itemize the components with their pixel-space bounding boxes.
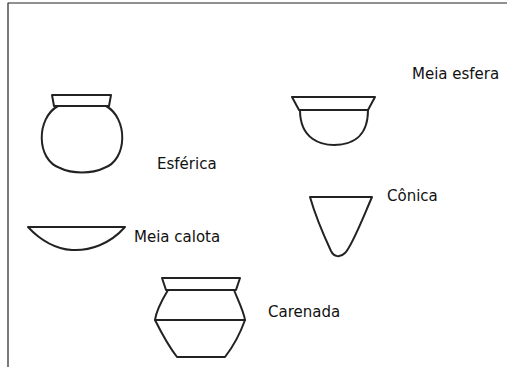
half-sphere-vessel (292, 97, 375, 145)
shape-name: Carenada (268, 305, 340, 320)
shape-name: Meia calota (134, 230, 220, 245)
spherical-vessel (42, 95, 123, 173)
carinated-vessel (155, 278, 245, 357)
shape-name: Esférica (157, 157, 217, 172)
frame-border (8, 3, 507, 367)
shape-name: Cônica (387, 189, 438, 204)
shape-name: Meia esfera (412, 67, 499, 82)
half-cap-vessel (28, 227, 125, 250)
conical-vessel (310, 197, 372, 256)
